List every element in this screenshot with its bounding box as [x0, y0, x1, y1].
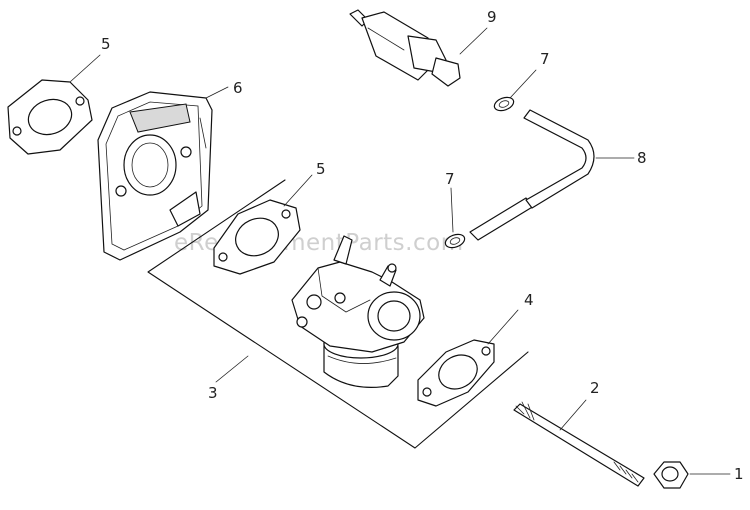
callout-8: 8	[637, 149, 647, 167]
assembly-bracket	[147, 179, 529, 449]
gasket-part-5-left	[7, 79, 93, 155]
stud-part-2	[513, 401, 645, 487]
callout-3: 3	[208, 384, 218, 402]
spacer-plate-part-6	[97, 91, 213, 261]
gasket-part-5-center	[213, 199, 301, 275]
callout-6: 6	[233, 79, 243, 97]
clamp-part-7-lower	[444, 233, 466, 249]
callout-5-left: 5	[101, 35, 111, 53]
callout-2: 2	[590, 379, 600, 397]
callout-7-lower: 7	[445, 170, 455, 188]
fuel-filter-part-9	[349, 9, 461, 87]
callout-7-top: 7	[540, 50, 550, 68]
clamp-part-7-top	[493, 96, 515, 112]
leader-lines	[69, 27, 731, 475]
gasket-part-4	[417, 339, 495, 407]
callout-labels: 5 6 5 3 4 2 1 9 7 7 8	[101, 8, 744, 483]
callout-5-center: 5	[316, 160, 326, 178]
fuel-hose-part-8	[469, 109, 595, 241]
callout-1: 1	[734, 465, 744, 483]
callout-9: 9	[487, 8, 497, 26]
carburetor-part-3	[291, 235, 425, 388]
callout-4: 4	[524, 291, 534, 309]
nut-part-1	[653, 461, 689, 489]
